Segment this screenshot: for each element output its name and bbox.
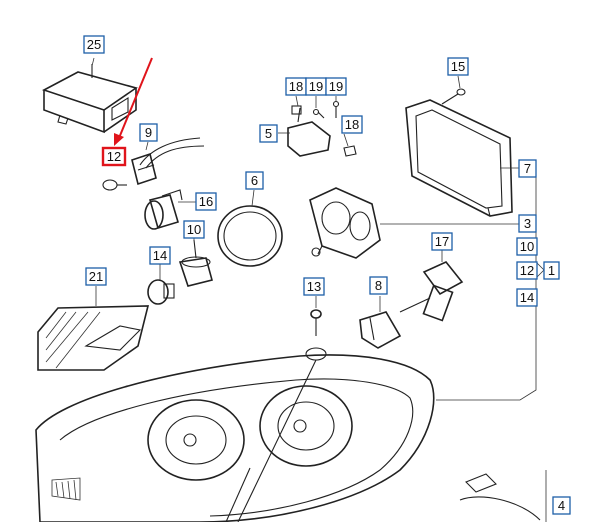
callout-label: 10 (187, 222, 201, 237)
part-10-socket (178, 239, 213, 287)
part-15-screw (441, 88, 466, 105)
callout-10-right[interactable]: 10 (516, 237, 538, 256)
callout-label: 12 (520, 263, 534, 278)
callout-15[interactable]: 15 (447, 57, 469, 76)
callout-12-highlighted[interactable]: 12 (101, 146, 127, 167)
callout-19-left[interactable]: 19 (305, 77, 327, 96)
callout-label: 8 (375, 278, 382, 293)
callout-7[interactable]: 7 (518, 159, 537, 178)
callout-16[interactable]: 16 (195, 192, 217, 211)
headlight-housing (35, 354, 541, 522)
callout-21[interactable]: 21 (85, 267, 107, 286)
callout-label: 19 (309, 79, 323, 94)
callout-label: 12 (107, 149, 121, 164)
callout-label: 4 (558, 498, 565, 513)
part-16-halogen-bulb (144, 189, 183, 230)
callout-label: 10 (520, 239, 534, 254)
callout-14-right[interactable]: 14 (516, 288, 538, 307)
callout-8[interactable]: 8 (369, 276, 388, 295)
callout-10-left[interactable]: 10 (183, 220, 205, 239)
highlight-arrow (114, 57, 153, 146)
part-5-bracket (287, 100, 357, 157)
callout-19-right[interactable]: 19 (325, 77, 347, 96)
callout-label: 19 (329, 79, 343, 94)
part-7-lens-frame (405, 99, 513, 217)
callout-18-right[interactable]: 18 (341, 115, 363, 134)
callout-label: 5 (265, 126, 272, 141)
callout-label: 3 (524, 216, 531, 231)
part-13-screw (305, 309, 327, 361)
callout-label: 25 (87, 37, 101, 52)
callout-label: 16 (199, 194, 213, 209)
callout-label: 17 (435, 234, 449, 249)
callout-9[interactable]: 9 (139, 123, 158, 142)
part-12-small-bulb (102, 179, 127, 191)
callout-label: 13 (307, 279, 321, 294)
callout-label: 14 (520, 290, 534, 305)
callout-25[interactable]: 25 (83, 35, 105, 54)
part-14-bulb (147, 279, 175, 305)
callout-label: 7 (524, 161, 531, 176)
callout-label: 14 (153, 248, 167, 263)
callout-label: 15 (451, 59, 465, 74)
callout-5[interactable]: 5 (259, 124, 278, 143)
callout-18-top[interactable]: 18 (285, 77, 307, 96)
callout-label: 9 (145, 125, 152, 140)
callout-label: 18 (345, 117, 359, 132)
callout-13[interactable]: 13 (303, 277, 325, 296)
callout-17[interactable]: 17 (431, 232, 453, 251)
callout-14-left[interactable]: 14 (149, 246, 171, 265)
callout-label: 1 (548, 263, 555, 278)
part-3-leveling-motor (309, 187, 381, 259)
callout-12-right[interactable]: 12 (516, 261, 538, 280)
part-8-igniter-cap (359, 311, 402, 349)
callout-4[interactable]: 4 (552, 496, 571, 515)
part-25-control-module (41, 64, 138, 134)
part-17-xenon-bulb (399, 261, 464, 322)
callout-3[interactable]: 3 (518, 214, 537, 233)
callout-6[interactable]: 6 (245, 171, 264, 190)
part-21-heat-shield (37, 305, 150, 371)
callout-label: 21 (89, 269, 103, 284)
callout-1[interactable]: 1 (543, 261, 560, 280)
part-9-bulb-socket-wiring (131, 137, 205, 186)
callout-label: 18 (289, 79, 303, 94)
callout-label: 6 (251, 173, 258, 188)
part-6-sealing-ring (217, 205, 283, 267)
